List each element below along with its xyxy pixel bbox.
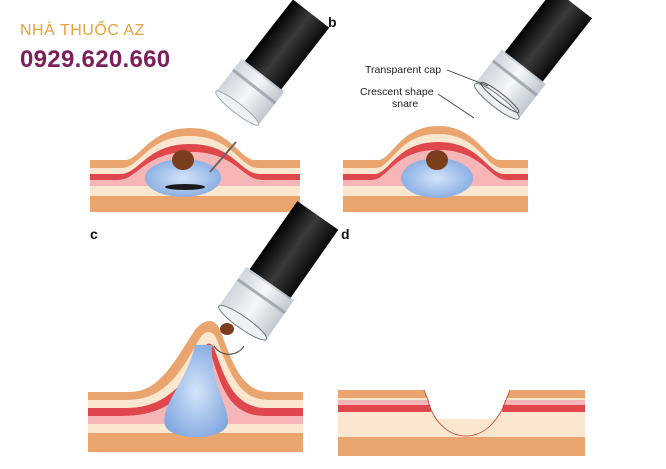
panel-label-d: d <box>341 226 350 242</box>
callout-snare-line1: Crescent shape <box>360 86 434 98</box>
brand-watermark: NHÀ THUỐC AZ 0929.620.660 <box>20 22 170 74</box>
panel-label-b: b <box>328 14 337 30</box>
panel-a-endoscope <box>215 0 330 126</box>
panel-b-tissue <box>343 126 528 212</box>
panel-c-endoscope <box>213 201 339 355</box>
panel-b-callout-lines <box>437 69 489 119</box>
panel-d-tissue <box>338 389 585 456</box>
panel-label-c: c <box>90 226 98 242</box>
callout-snare-line2: snare <box>392 98 419 110</box>
callout-transparent-cap: Transparent cap <box>365 64 442 76</box>
panel-c-tissue <box>88 321 303 452</box>
brand-phone: 0929.620.660 <box>20 46 171 73</box>
panel-b-endoscope <box>473 0 593 120</box>
brand-name: NHÀ THUỐC AZ <box>20 22 145 39</box>
panel-a-tissue <box>90 128 300 212</box>
